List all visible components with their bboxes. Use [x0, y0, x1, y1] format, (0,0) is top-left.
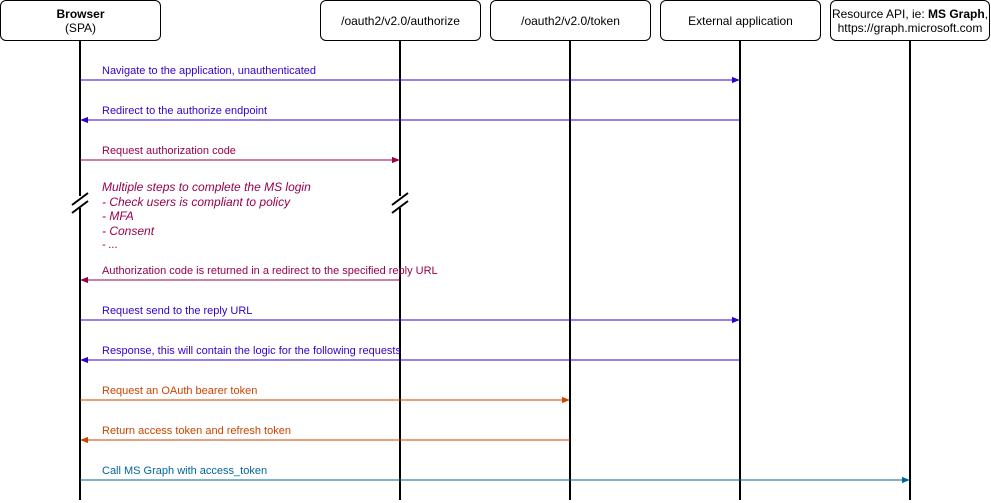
login-steps-note: Multiple steps to complete the MS login …: [102, 180, 311, 253]
message-label: Navigate to the application, unauthentic…: [102, 65, 317, 77]
message-label: Return access token and refresh token: [102, 425, 291, 437]
note-line: - Check users is compliant to policy: [102, 194, 291, 209]
actor-browser-title: Browser: [56, 6, 105, 21]
actor-resource-subtitle: https://graph.microsoft.com: [837, 20, 983, 35]
actor-resource-title-bold: MS Graph: [928, 6, 985, 21]
actor-resource-title-prefix: Resource API, ie:: [831, 6, 929, 21]
actor-token: /oauth2/v2.0/token: [490, 0, 651, 41]
actor-resource-api: Resource API, ie: MS Graph, https://grap…: [830, 0, 990, 41]
note-line: Multiple steps to complete the MS login: [102, 180, 311, 194]
actor-browser: Browser (SPA): [0, 0, 161, 41]
break-mark-browser: [70, 192, 90, 214]
actor-external-application: External application: [660, 0, 821, 41]
note-line: - Consent: [102, 223, 155, 238]
actor-resource-title: Resource API, ie: MS Graph,: [832, 7, 988, 21]
actor-token-title: /oauth2/v2.0/token: [521, 13, 620, 28]
message-label: Request authorization code: [102, 145, 236, 157]
message-label: Request send to the reply URL: [102, 305, 253, 317]
break-mark-authorize: [390, 192, 410, 214]
message-label: Authorization code is returned in a redi…: [102, 265, 438, 277]
note-line: - MFA: [102, 209, 134, 223]
actor-authorize-title: /oauth2/v2.0/authorize: [341, 13, 460, 28]
actor-external-title: External application: [688, 13, 793, 28]
message-label: Call MS Graph with access_token: [102, 465, 268, 477]
actor-resource-title-suffix: ,: [984, 6, 989, 21]
note-line: - ...: [102, 239, 118, 251]
actor-browser-subtitle: (SPA): [64, 20, 97, 35]
message-label: Redirect to the authorize endpoint: [102, 105, 268, 117]
message-label: Response, this will contain the logic fo…: [102, 345, 401, 357]
message-label: Request an OAuth bearer token: [102, 385, 258, 397]
actor-authorize: /oauth2/v2.0/authorize: [320, 0, 481, 41]
